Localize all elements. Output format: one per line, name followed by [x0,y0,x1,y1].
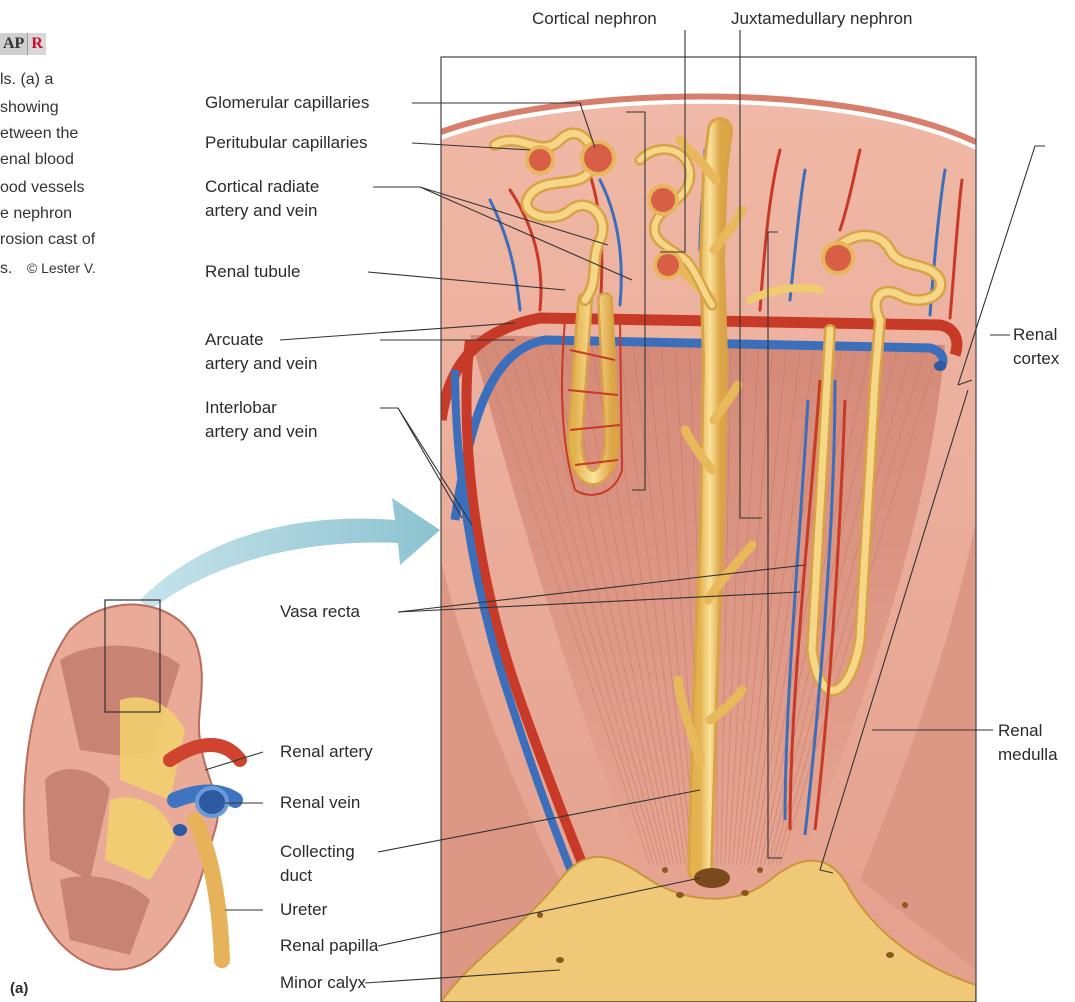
detail-panel [441,57,976,1002]
label-renal-cortex: Renal [1013,324,1057,346]
apr-badge-right: R [27,33,46,55]
panel-label: (a) [10,978,28,1000]
label-interlobar-2: artery and vein [205,421,317,443]
caption-last-line: s. [0,260,12,277]
label-cortical-radiate-2: artery and vein [205,200,317,222]
apr-badge: AP R [0,33,46,55]
label-cortical-nephron: Cortical nephron [532,8,657,30]
label-renal-vein: Renal vein [280,792,360,814]
label-renal-tubule: Renal tubule [205,261,300,283]
label-renal-medulla-2: medulla [998,744,1058,766]
caption-line-6: e nephron [0,202,72,226]
label-renal-papilla: Renal papilla [280,935,378,957]
label-juxtamedullary-nephron: Juxtamedullary nephron [731,8,912,30]
whole-kidney [24,600,240,970]
label-collecting-duct: Collecting [280,841,355,863]
label-renal-cortex-2: cortex [1013,348,1059,370]
caption-line-5: ood vessels [0,176,85,200]
caption-line-3: etween the [0,122,78,146]
label-arcuate: Arcuate [205,329,264,351]
label-collecting-duct-2: duct [280,865,312,887]
label-interlobar: Interlobar [205,397,277,419]
label-arcuate-2: artery and vein [205,353,317,375]
label-peritubular-capillaries: Peritubular capillaries [205,132,368,154]
label-renal-artery: Renal artery [280,741,373,763]
label-vasa-recta: Vasa recta [280,601,360,623]
zoom-arrow [140,498,440,610]
caption-line-2: showing [0,96,59,120]
label-ureter: Ureter [280,899,327,921]
label-cortical-radiate: Cortical radiate [205,176,319,198]
apr-badge-left: AP [0,33,27,55]
caption-line-8: s. © Lester V. [0,256,96,281]
caption-line-1: ls. (a) a [0,68,53,92]
label-glomerular-capillaries: Glomerular capillaries [205,92,369,114]
caption-line-4: enal blood [0,148,74,172]
label-renal-medulla: Renal [998,720,1042,742]
caption-credit: © Lester V. [27,260,96,276]
label-minor-calyx: Minor calyx [280,972,366,994]
caption-line-7: rosion cast of [0,228,95,252]
